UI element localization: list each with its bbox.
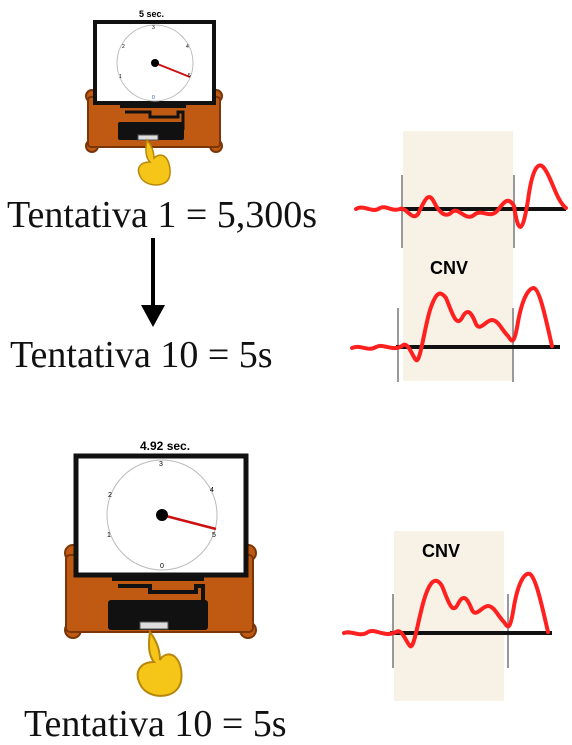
caption-trial-10-bottom: Tentativa 10 = 5s (24, 703, 287, 745)
top-dial-5: 5 (188, 73, 191, 79)
top-dial-3: 3 (152, 25, 155, 31)
top-timer-label: 5 sec. (139, 9, 165, 19)
top-cabinet (85, 89, 223, 153)
top-dial-2: 2 (122, 44, 125, 50)
bottom-dial-0: 0 (160, 563, 164, 570)
bottom-clock-hand (161, 513, 217, 531)
erp-top-cnv-label: CNV (430, 258, 469, 278)
erp-waveform (354, 163, 568, 229)
top-clock-hub (151, 59, 159, 67)
top-dial-0: 0 (152, 95, 155, 101)
bottom-dial-4: 4 (210, 487, 214, 494)
bottom-clock-hub (156, 509, 168, 521)
bottom-dial-3: 3 (159, 461, 163, 468)
erp-bottom-cnv-label: CNV (422, 541, 461, 561)
bottom-timer-label: 4.92 sec. (140, 439, 191, 453)
bottom-dial-2: 2 (108, 492, 112, 499)
top-dial-4: 4 (186, 44, 189, 50)
bottom-dial-5: 5 (212, 532, 216, 539)
top-dial-1: 1 (119, 74, 122, 80)
top-clock-hand (154, 62, 191, 78)
erp-window-shade (394, 531, 504, 701)
bottom-dial-1: 1 (107, 532, 111, 539)
caption-trial-10-top: Tentativa 10 = 5s (10, 334, 273, 376)
caption-trial-1: Tentativa 1 = 5,300s (7, 194, 318, 236)
